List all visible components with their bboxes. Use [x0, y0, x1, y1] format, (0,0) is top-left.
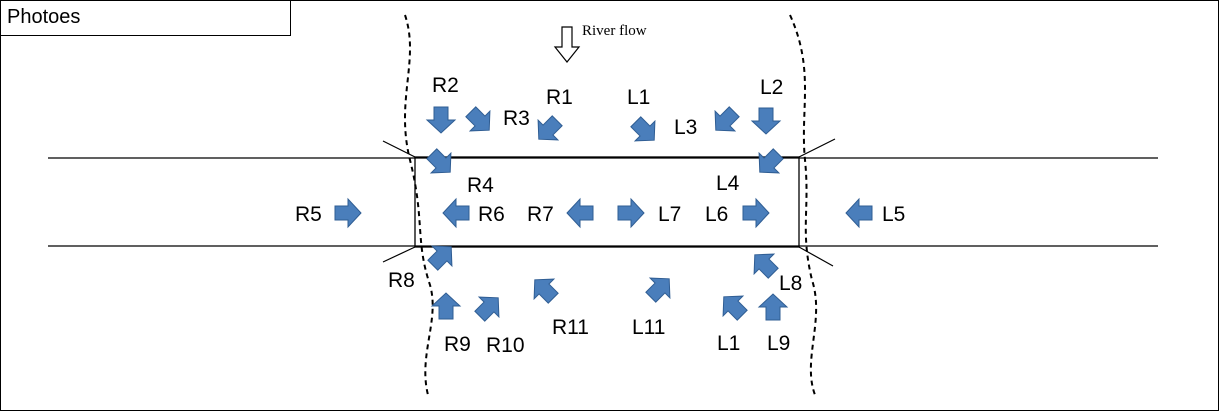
header-box: Photoes — [0, 0, 291, 36]
photo-point-label: L7 — [658, 203, 681, 226]
photo-point-label: L2 — [760, 76, 783, 99]
photo-direction-arrow-icon — [465, 106, 491, 132]
photo-direction-arrow-icon — [617, 197, 645, 229]
river-flow-label: River flow — [582, 23, 647, 39]
photo-direction-arrow-icon — [427, 245, 453, 271]
photo-direction-arrow-icon — [750, 107, 782, 135]
bridge-deck — [414, 156, 800, 248]
photo-direction-arrow-icon — [758, 148, 784, 174]
photo-point-label: R6 — [478, 203, 505, 226]
photo-point-label: R10 — [486, 334, 525, 357]
photo-direction-arrow-icon — [742, 197, 770, 229]
wing-line — [382, 246, 416, 263]
photo-point-label: R4 — [467, 174, 494, 197]
river-left-bank — [404, 14, 434, 396]
wing-line — [382, 140, 416, 158]
photo-point-label: L4 — [716, 172, 740, 195]
photo-direction-arrow-icon — [425, 106, 457, 134]
river-flow-arrow — [553, 26, 581, 63]
photo-point-label: R2 — [432, 74, 459, 97]
photo-point-label: L11 — [632, 316, 665, 339]
wing-line — [798, 138, 836, 158]
photo-direction-arrow-icon — [537, 115, 563, 141]
photo-point-label: R5 — [295, 203, 322, 226]
photo-direction-arrow-icon — [430, 292, 462, 320]
photo-direction-arrow-icon — [533, 278, 559, 304]
photo-direction-arrow-icon — [757, 293, 789, 321]
photo-direction-arrow-icon — [645, 277, 671, 303]
photo-point-label: R9 — [444, 333, 471, 356]
photo-point-label: R11 — [552, 316, 589, 339]
photo-direction-arrow-icon — [474, 296, 500, 322]
photo-point-label: R1 — [546, 86, 573, 109]
photo-direction-arrow-icon — [630, 116, 656, 142]
wing-line — [798, 246, 834, 267]
photo-direction-arrow-icon — [426, 148, 452, 174]
river-right-bank — [789, 14, 818, 396]
photo-point-label: L6 — [705, 203, 728, 226]
photo-direction-arrow-icon — [334, 197, 362, 229]
header-title: Photoes — [7, 6, 81, 28]
photo-point-label: R8 — [388, 269, 415, 292]
photo-direction-arrow-icon — [442, 197, 470, 229]
photo-direction-arrow-icon — [722, 295, 748, 321]
photo-point-label: L5 — [882, 203, 905, 226]
photo-point-label: R3 — [503, 107, 530, 130]
photo-point-label: L9 — [767, 332, 790, 355]
photo-point-label: L3 — [674, 116, 697, 139]
photo-direction-arrow-icon — [714, 106, 740, 132]
photo-direction-arrow-icon — [753, 253, 779, 279]
photo-point-label: R7 — [527, 203, 554, 226]
photo-point-label: L1 — [627, 86, 650, 109]
photo-point-label: L8 — [779, 272, 802, 295]
photo-direction-arrow-icon — [566, 197, 594, 229]
photo-point-label: L1 — [717, 332, 740, 355]
photo-direction-arrow-icon — [845, 197, 873, 229]
